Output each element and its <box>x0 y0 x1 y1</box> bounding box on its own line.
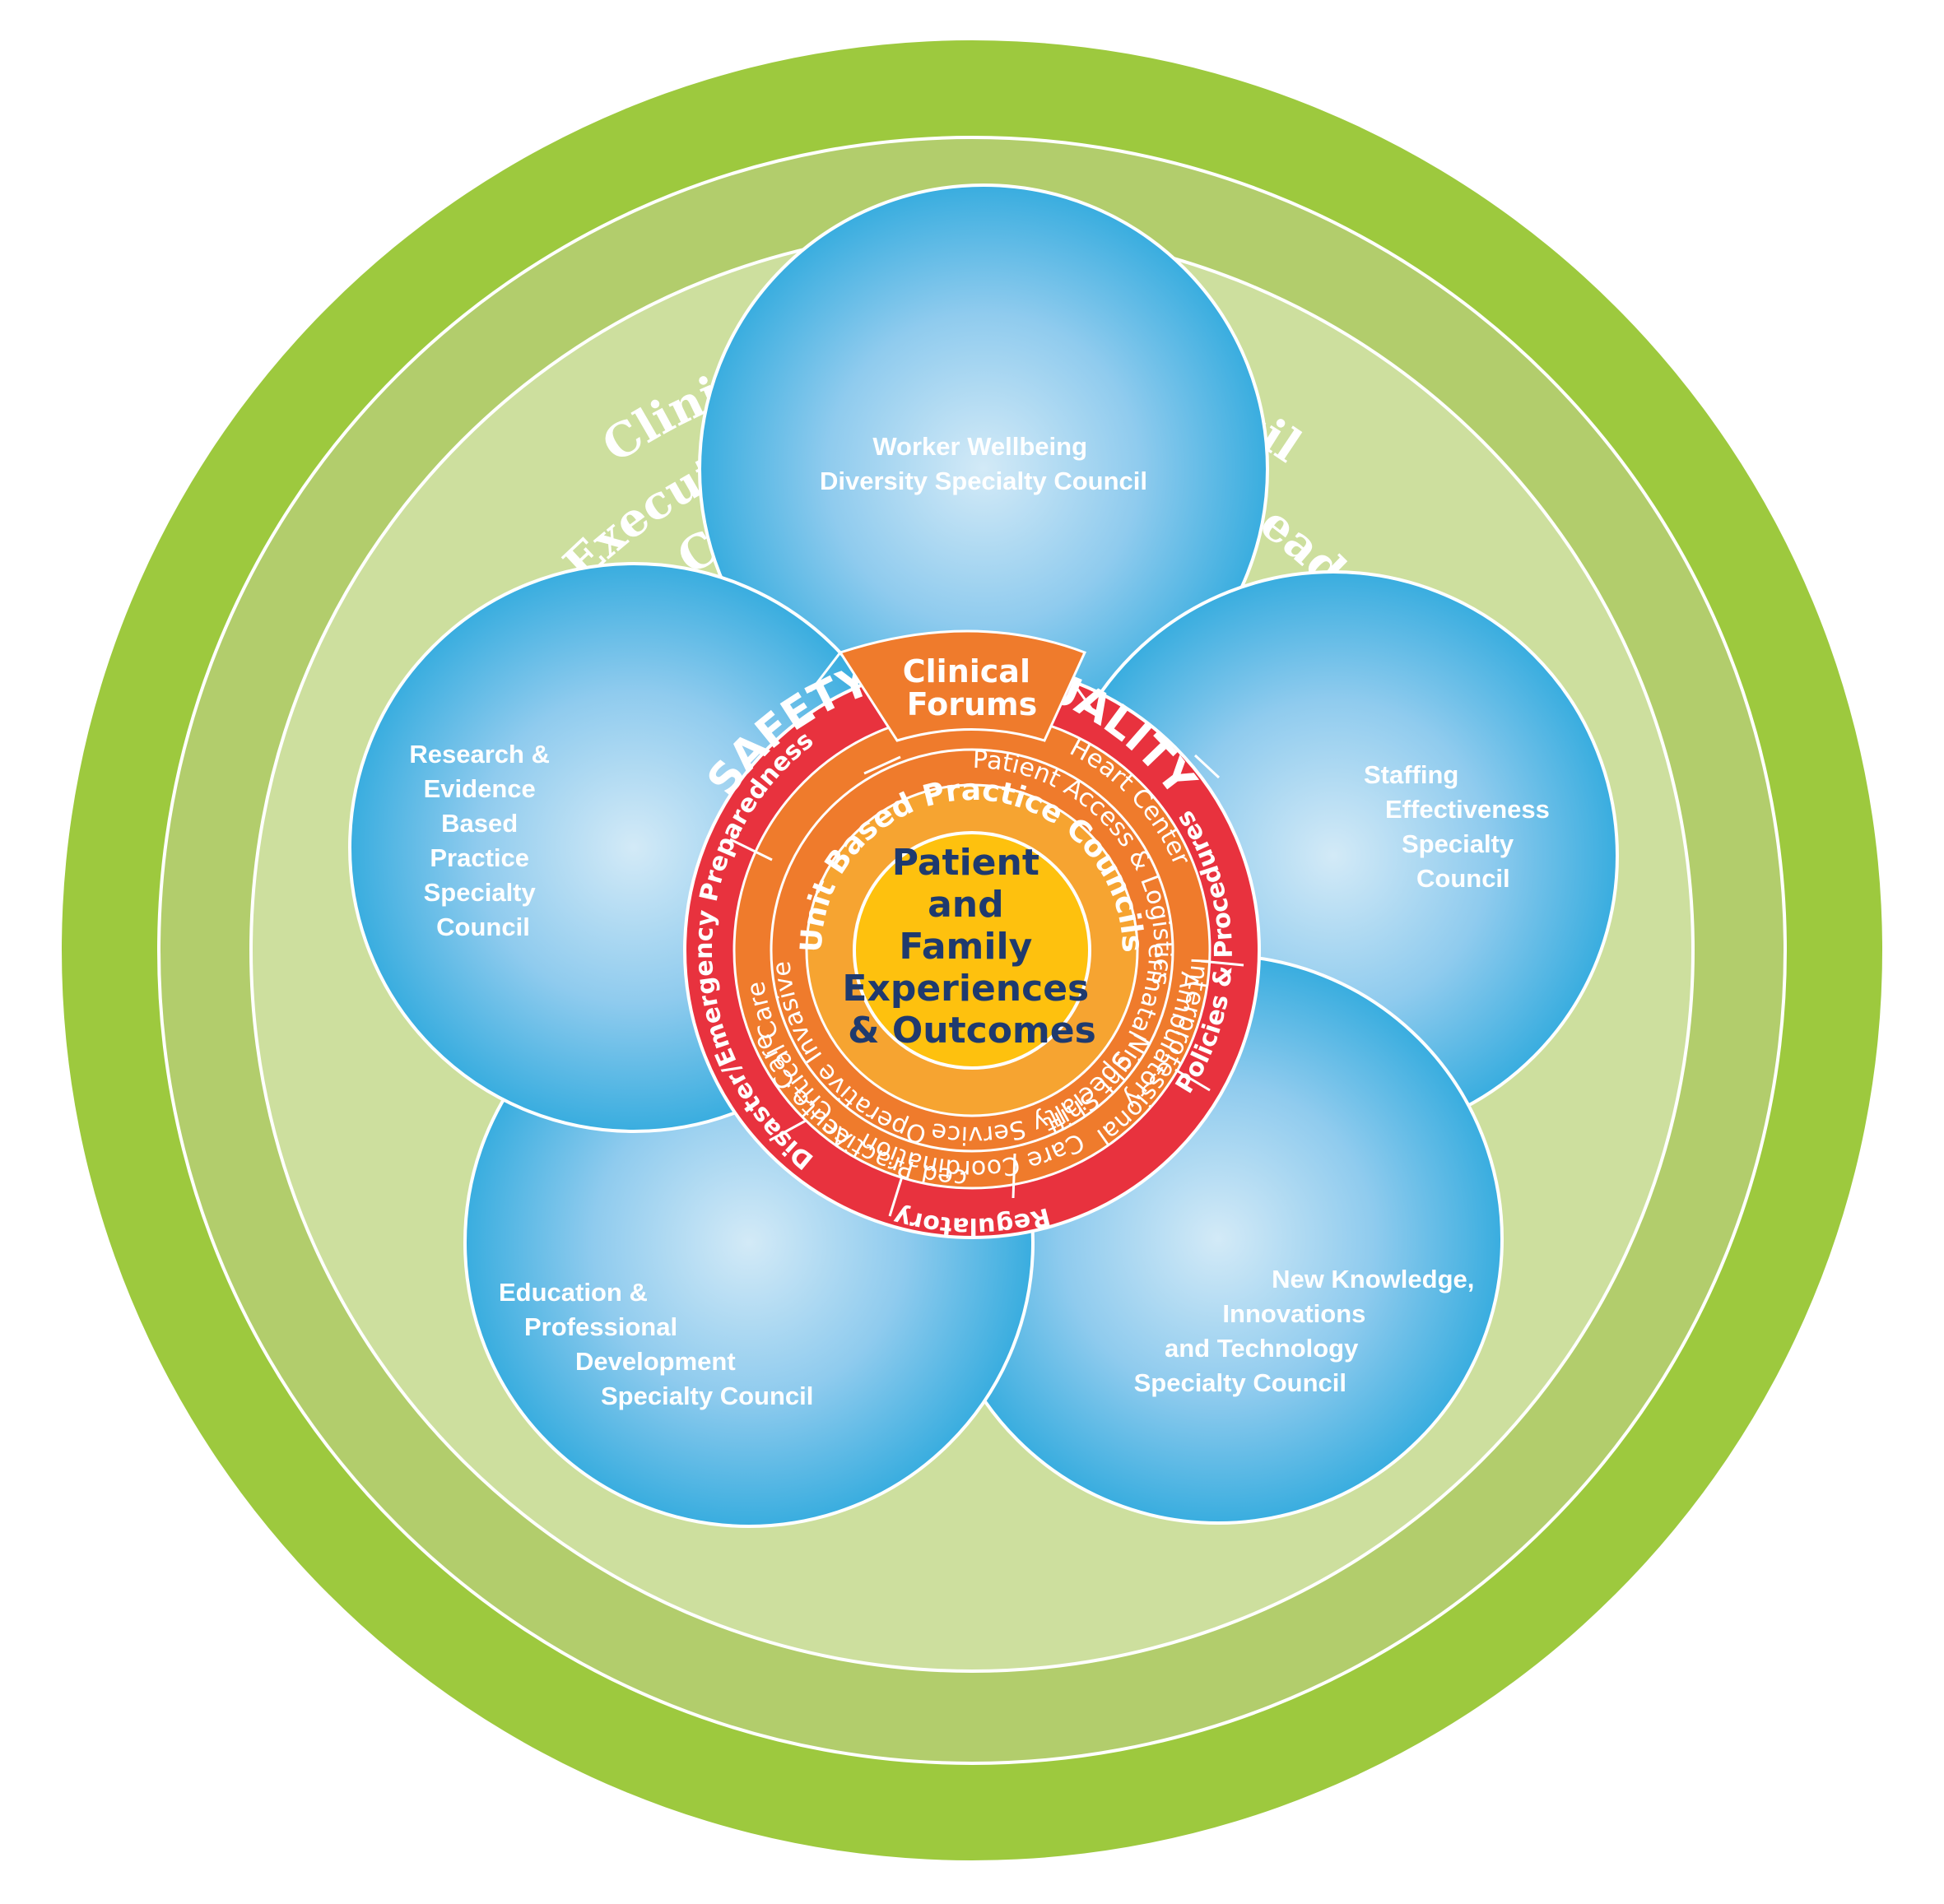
center-label: Patient and Family Experiences & Outcome… <box>842 842 1101 1052</box>
new-knowledge-label: New Knowledge, Innovations and Technolog… <box>1134 1265 1481 1397</box>
worker-wellbeing-label: Worker Wellbeing Diversity Specialty Cou… <box>820 432 1147 495</box>
segment-dividers <box>729 652 1244 1217</box>
center-circle <box>853 831 1091 1070</box>
education-label: Education & Professional Development Spe… <box>499 1278 813 1410</box>
research-label: Research & Evidence Based Practice Speci… <box>409 740 556 941</box>
clinical-forums-tab[interactable] <box>838 629 1087 742</box>
staffing-effectiveness-label: Staffing Effectiveness Specialty Council <box>1364 760 1557 893</box>
clinical-forums-label: Clinical Forums <box>903 653 1041 722</box>
